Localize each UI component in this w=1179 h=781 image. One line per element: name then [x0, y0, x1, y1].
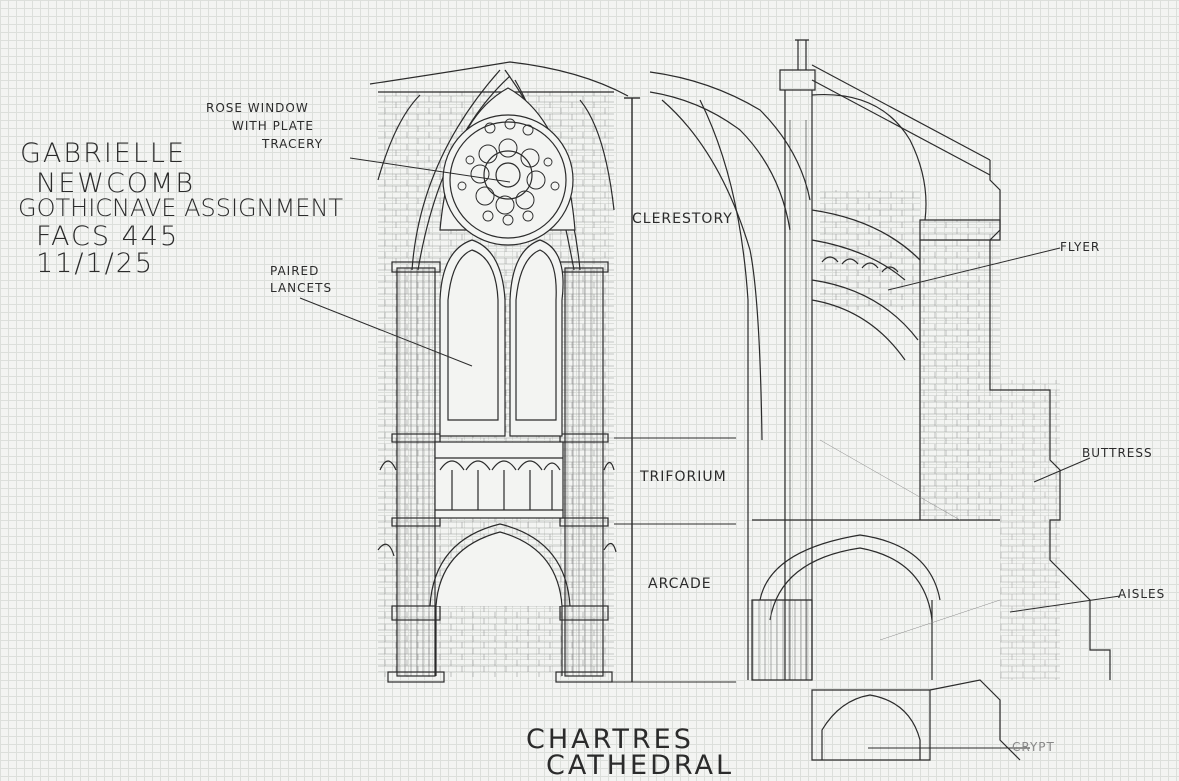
rose-window-quatrefoils	[457, 118, 560, 226]
rose-window-label-2: WITH PLATE	[232, 119, 314, 133]
rose-window-petals	[470, 138, 546, 215]
interior-elevation	[369, 61, 736, 683]
arcade-label: ARCADE	[648, 576, 712, 592]
flyer-leader	[887, 247, 1061, 291]
triforium-label: TRIFORIUM	[640, 469, 727, 485]
author-line-1: GABRIELLE	[20, 138, 186, 169]
crypt-label: CRYPT	[1012, 740, 1055, 754]
cross-section	[649, 39, 1111, 761]
aisle-arch	[751, 519, 1000, 681]
author-line-2: NEWCOMB	[36, 168, 196, 199]
rose-window	[439, 87, 576, 246]
paired-lancets	[439, 239, 564, 437]
author-line-3: GOTHICNAVE ASSIGNMENT	[18, 194, 344, 222]
author-line-4: FACS 445	[36, 221, 180, 252]
paired-lancets-label-1: PAIRED	[270, 264, 320, 278]
buttress-leader	[1033, 457, 1091, 483]
crypt-arch	[811, 679, 1021, 761]
paired-lancets-label-2: LANCETS	[270, 281, 333, 295]
buttress-label: BUTTRESS	[1082, 446, 1153, 460]
rose-window-label-1: ROSE WINDOW	[206, 101, 309, 115]
triforium-arcade	[379, 441, 615, 519]
rose-leader	[349, 157, 511, 183]
right-column	[555, 261, 613, 683]
aisles-label: AISLES	[1118, 587, 1166, 601]
rose-window-label-3: TRACERY	[262, 137, 324, 151]
drawing-title-line-2: CATHEDRAL	[546, 750, 735, 781]
flyer-arch	[811, 209, 921, 361]
left-column	[387, 261, 445, 683]
drawing-title-line-1: CHARTRES	[526, 724, 694, 755]
lancet-leader	[299, 297, 473, 367]
flyer-label: FLYER	[1060, 240, 1101, 254]
clerestory-label: CLERESTORY	[632, 211, 733, 227]
arcade-arch	[377, 523, 617, 676]
author-line-5: 11/1/25	[36, 248, 155, 279]
aisles-leader	[1009, 595, 1121, 613]
leader-lines	[299, 157, 1121, 749]
